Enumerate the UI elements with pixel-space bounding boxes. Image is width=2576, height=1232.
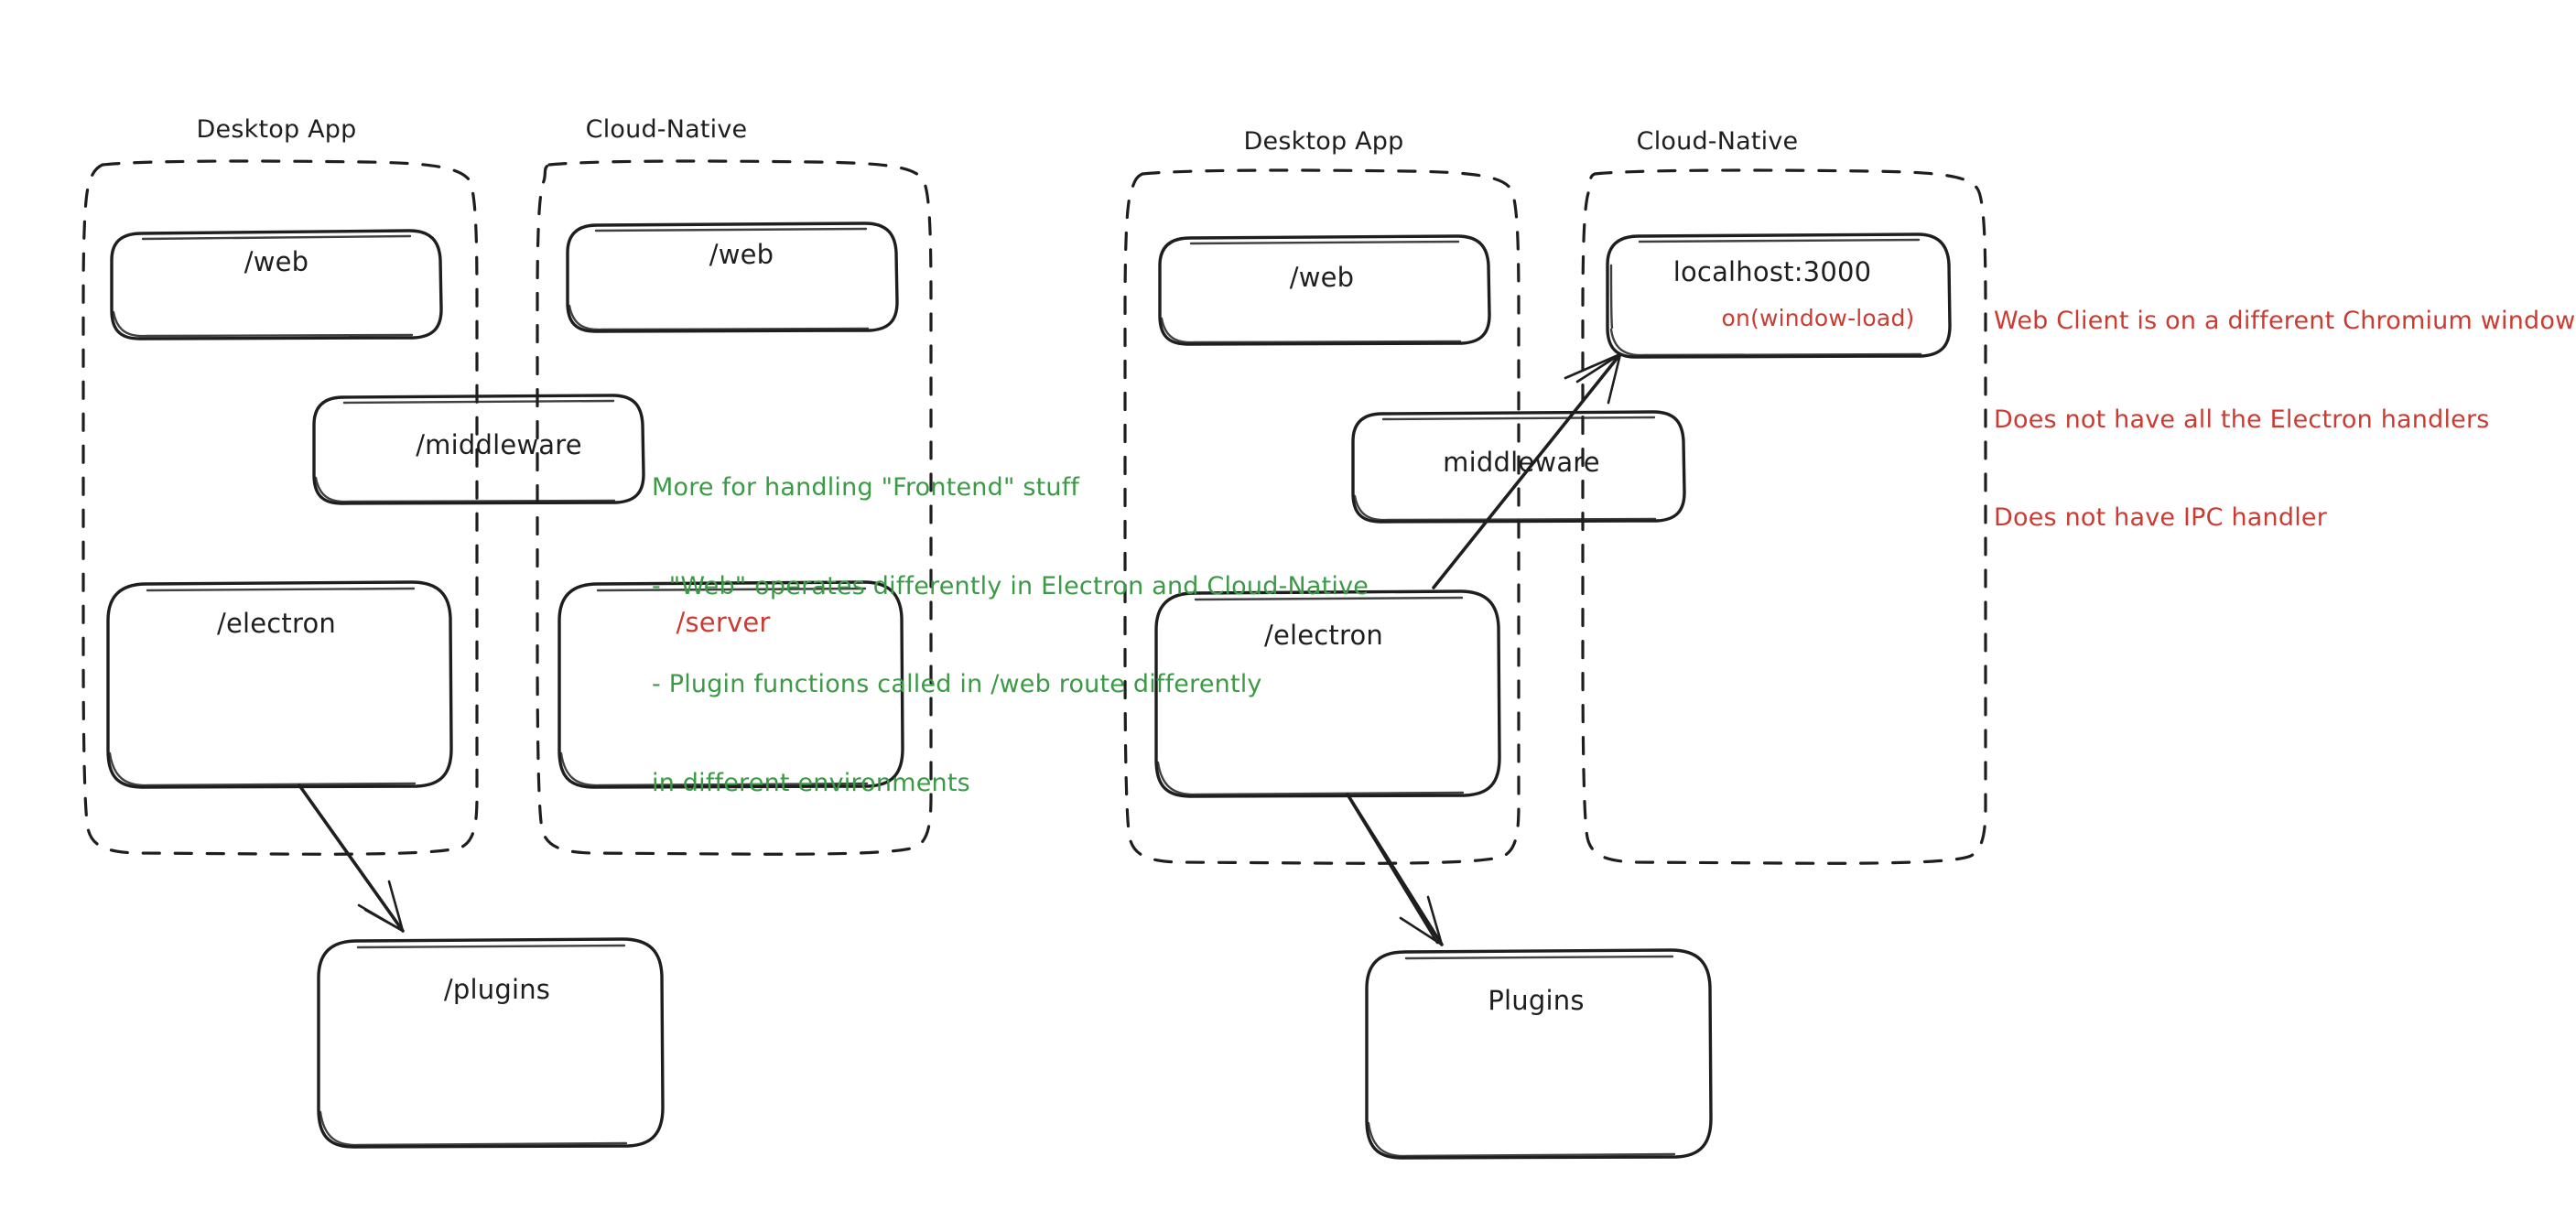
red-note-line-3: Does not have IPC handler: [1994, 503, 2328, 533]
left-desktop-web-label: /web: [244, 246, 309, 277]
right-localhost-label: localhost:3000: [1672, 256, 1872, 287]
right-plugins-box: [1365, 948, 1713, 1160]
left-server-label: /server: [676, 607, 771, 638]
red-note-line-1: Web Client is on a different Chromium wi…: [1994, 306, 2576, 335]
right-desktop-web-label: /web: [1289, 262, 1355, 293]
green-note-line-3: - Plugin functions called in /web route …: [652, 670, 1262, 699]
right-localhost-box: [1606, 232, 1952, 359]
red-annotation-note: Web Client is on a different Chromium wi…: [1994, 239, 2575, 600]
left-cloud-native-title: Cloud-Native: [585, 115, 748, 144]
left-plugins-box: [317, 937, 665, 1149]
right-middleware-label: middleware: [1443, 447, 1600, 478]
left-middleware-label: /middleware: [416, 429, 582, 460]
green-annotation-note: More for handling "Frontend" stuff - "We…: [652, 405, 1369, 866]
left-cloud-web-label: /web: [709, 239, 774, 270]
green-note-line-4: in different environments: [652, 768, 970, 797]
green-note-line-1: More for handling "Frontend" stuff: [652, 472, 1080, 502]
right-plugins-label: Plugins: [1488, 985, 1585, 1016]
left-desktop-app-title: Desktop App: [196, 115, 357, 144]
right-desktop-app-title: Desktop App: [1243, 127, 1404, 156]
right-on-window-load-label: on(window-load): [1721, 305, 1915, 331]
right-electron-label: /electron: [1263, 620, 1384, 651]
right-cloud-native-title: Cloud-Native: [1636, 127, 1799, 156]
arrow-left-electron-to-plugins: [298, 784, 405, 933]
red-note-line-2: Does not have all the Electron handlers: [1994, 405, 2490, 434]
green-note-line-2: - "Web" operates differently in Electron…: [652, 571, 1369, 600]
left-electron-label: /electron: [216, 608, 337, 639]
left-plugins-label: /plugins: [443, 974, 551, 1005]
